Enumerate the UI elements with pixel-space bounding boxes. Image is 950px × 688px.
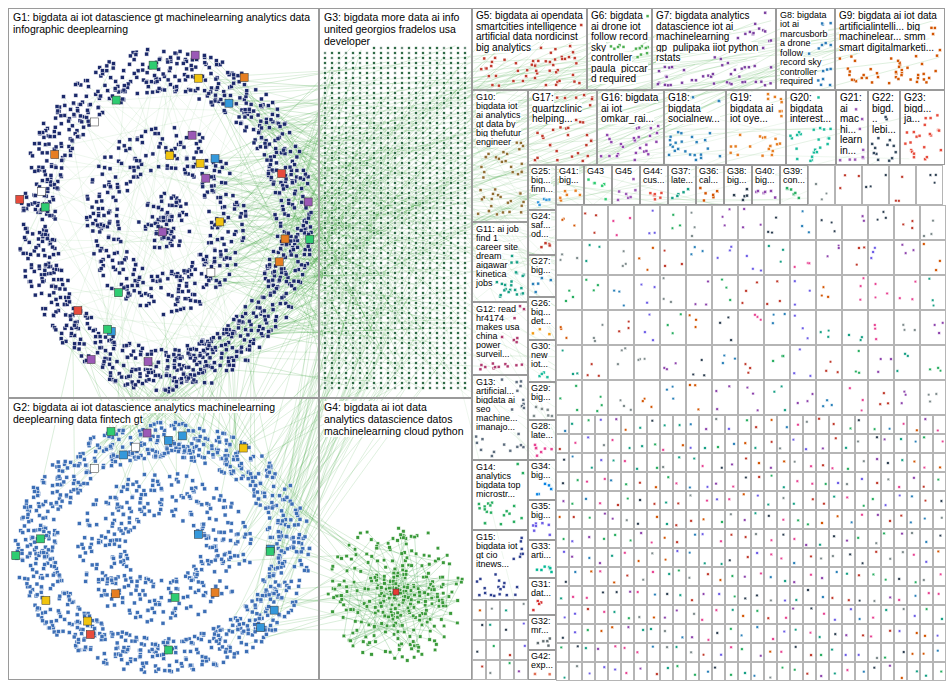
- graph-canvas: G1: bigdata ai iot datascience gt machin…: [0, 0, 950, 688]
